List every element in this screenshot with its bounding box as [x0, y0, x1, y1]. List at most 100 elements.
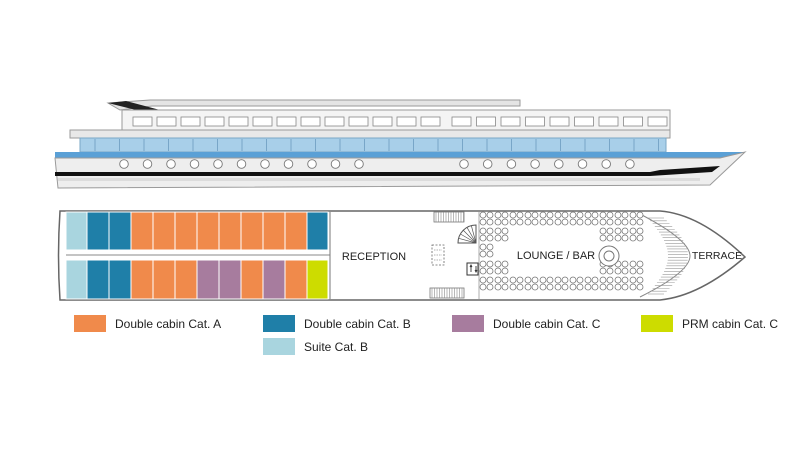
- lounge-seat: [614, 283, 622, 291]
- lounge-seat: [531, 211, 539, 219]
- lounge-seat: [494, 260, 502, 268]
- lounge-seat: [486, 243, 494, 251]
- lounge-seat: [629, 260, 637, 268]
- lounge-seat: [486, 267, 494, 275]
- lounge-seat: [486, 218, 494, 226]
- lounge-seat: [561, 276, 569, 284]
- lounge-seat: [561, 211, 569, 219]
- lounge-seat: [494, 227, 502, 235]
- lounge-seat: [486, 276, 494, 284]
- lounge-seat: [501, 218, 509, 226]
- lounge-seat: [494, 283, 502, 291]
- lounge-seat: [516, 276, 524, 284]
- lounge-seat: [539, 283, 547, 291]
- lounge-seat: [636, 234, 644, 242]
- lounge-seat: [546, 283, 554, 291]
- lounge-seat: [531, 283, 539, 291]
- lounge-seat: [599, 211, 607, 219]
- lounge-seat: [576, 276, 584, 284]
- piano-icon: [598, 245, 620, 267]
- lounge-seat: [606, 218, 614, 226]
- porthole: [625, 159, 635, 169]
- cabin-row-top: [65, 211, 329, 251]
- porthole: [506, 159, 517, 169]
- lounge-seat: [516, 211, 524, 219]
- panorama-deck-glass: [79, 137, 667, 153]
- lounge-seat: [591, 276, 599, 284]
- cabin-b: [86, 259, 110, 300]
- lounge-seat: [606, 211, 614, 219]
- lounge-seat: [636, 227, 644, 235]
- lounge-seat: [599, 234, 607, 242]
- lounge-seat: [554, 283, 562, 291]
- terrace-label: TERRACE: [692, 250, 742, 262]
- lounge-seat: [636, 276, 644, 284]
- lounge-seat: [501, 227, 509, 235]
- window: [204, 116, 225, 127]
- lounge-seat: [629, 218, 637, 226]
- legend-item-suite: Suite Cat. B: [263, 338, 368, 355]
- lounge-seat: [479, 227, 487, 235]
- lounge-seat: [606, 234, 614, 242]
- lounge-seat: [509, 211, 517, 219]
- lounge-seat: [629, 227, 637, 235]
- window: [324, 116, 345, 127]
- lounge-seat: [621, 276, 629, 284]
- cabin-a: [262, 211, 286, 251]
- lounge-seat: [599, 283, 607, 291]
- porthole: [283, 159, 294, 169]
- cabin-a: [152, 259, 176, 300]
- cabin-c: [218, 259, 242, 300]
- legend-label: Double cabin Cat. C: [493, 316, 601, 331]
- lounge-seat: [584, 211, 592, 219]
- window: [476, 116, 496, 127]
- lounge-seat: [539, 211, 547, 219]
- window: [420, 116, 441, 127]
- lounge-seat: [509, 276, 517, 284]
- upper-deck-rail: [69, 129, 671, 139]
- lounge-seat: [501, 234, 509, 242]
- lounge-seat: [539, 276, 547, 284]
- lounge-seat: [486, 227, 494, 235]
- spiral-staircase-icon: [457, 224, 477, 244]
- lounge-seat: [486, 283, 494, 291]
- reception-label: RECEPTION: [342, 251, 406, 263]
- window: [549, 116, 570, 127]
- cabin-a: [196, 211, 220, 251]
- lounge-seat: [509, 218, 517, 226]
- lounge-seat: [621, 283, 629, 291]
- lounge-seat: [584, 276, 592, 284]
- lounge-seat: [546, 276, 554, 284]
- window: [500, 116, 521, 127]
- lounge-seat: [516, 283, 524, 291]
- lounge-seat: [621, 260, 629, 268]
- staircase-bottom: [429, 287, 465, 299]
- lounge-seat: [501, 267, 509, 275]
- lounge-seat: [501, 276, 509, 284]
- cabin-c: [262, 259, 286, 300]
- lounge-seat: [524, 211, 532, 219]
- lounge-seat: [569, 218, 577, 226]
- lounge-seat: [614, 218, 622, 226]
- lounge-seat: [636, 218, 644, 226]
- lounge-seat: [479, 267, 487, 275]
- window: [451, 116, 472, 127]
- window: [623, 116, 643, 127]
- lounge-seat: [614, 227, 622, 235]
- lounge-seat: [599, 276, 607, 284]
- lounge-seat: [486, 250, 494, 258]
- lounge-seat: [614, 234, 622, 242]
- cabin-a: [284, 259, 308, 300]
- lounge-seat: [524, 218, 532, 226]
- legend-label: Double cabin Cat. B: [304, 316, 411, 331]
- legend-label: Suite Cat. B: [304, 339, 369, 354]
- window: [300, 116, 321, 127]
- porthole: [530, 159, 540, 169]
- lounge-label: LOUNGE / BAR: [517, 250, 595, 262]
- cabin-suite: [65, 259, 88, 300]
- lounge-seat: [614, 267, 622, 275]
- sun-deck-canopy: [106, 99, 521, 111]
- main-deck-stripe: [55, 152, 745, 158]
- lounge-seat: [486, 211, 494, 219]
- legend-item-cat-b: Double cabin Cat. B: [263, 315, 411, 332]
